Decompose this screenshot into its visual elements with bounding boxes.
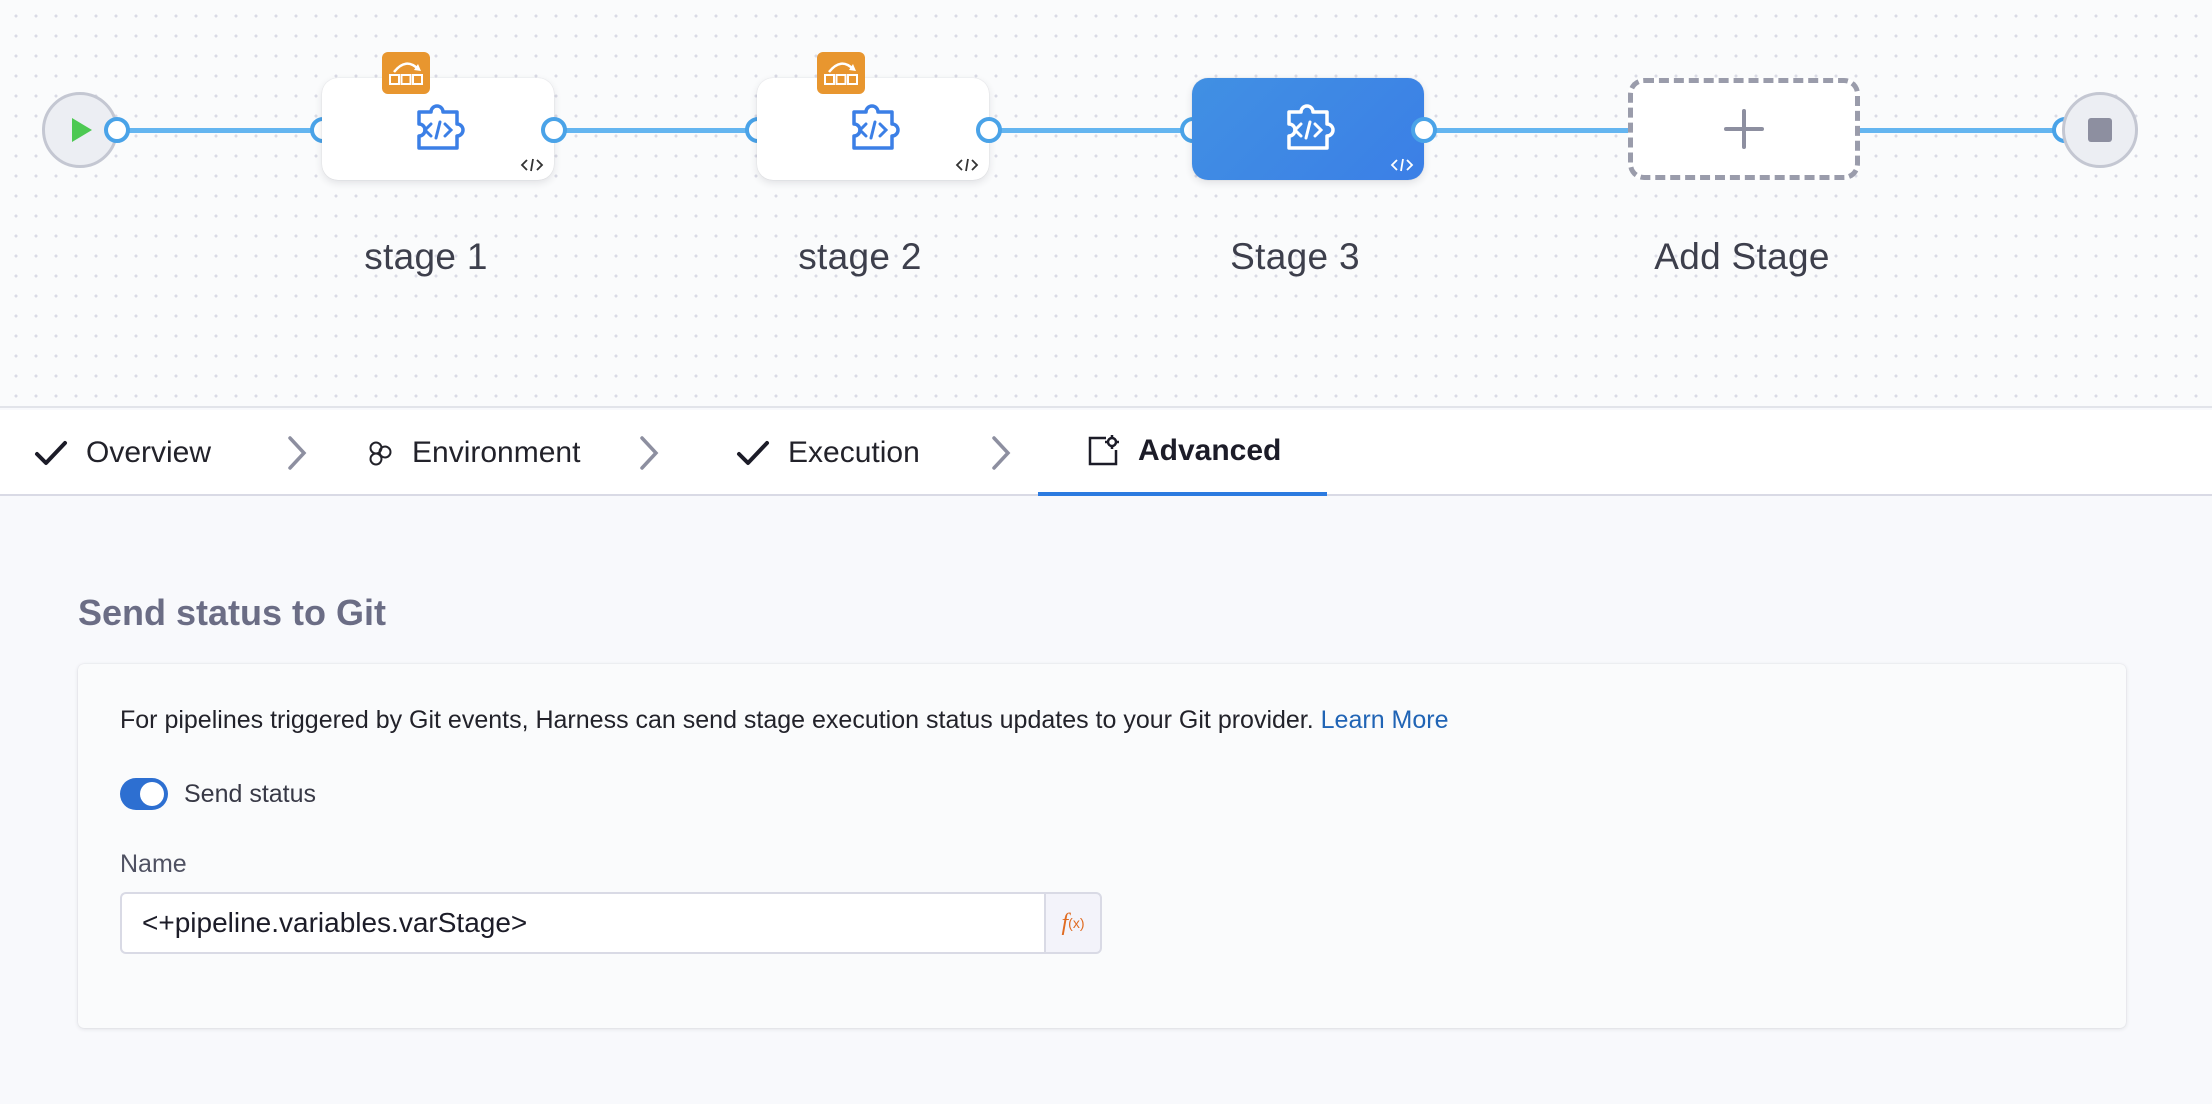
stop-icon [2088,118,2112,142]
add-stage-label: Add Stage [1654,236,1830,277]
stage-node-stage-1[interactable] [322,52,554,180]
tab-label: Overview [86,436,212,469]
tab-overview[interactable]: Overview [34,410,211,496]
tab-execution[interactable]: Execution [736,410,920,496]
tab-label: Environment [412,436,581,469]
play-icon [72,118,92,142]
add-stage-button[interactable] [1628,78,1860,180]
looping-strategy-icon [382,52,430,94]
tab-advanced[interactable]: Advanced [1038,410,1328,496]
name-input[interactable] [120,892,1046,954]
stage-label: stage 1 [364,236,488,277]
tab-label: Advanced [1138,434,1282,467]
tab-label: Execution [788,436,920,469]
stage-node-stage-2[interactable] [757,52,989,180]
fx-label: f [1061,909,1069,936]
stage-1-output-port[interactable] [541,117,567,143]
code-badge-icon [1390,158,1414,172]
chevron-right-icon [288,436,307,470]
custom-stage-icon [417,104,465,150]
tab-environment[interactable]: Environment [366,410,580,496]
environment-icon [369,441,392,466]
checkmark-icon [35,441,67,465]
code-badge-icon [520,158,544,172]
stage-label: stage 2 [798,236,922,277]
pipeline-canvas[interactable]: stage 1 stage 2 Stage 3 [0,0,2212,408]
looping-strategy-icon [817,52,865,94]
description-text: For pipelines triggered by Git events, H… [120,706,1314,734]
pipeline-end-node[interactable] [2062,92,2138,168]
code-badge-icon [955,158,979,172]
connector-line [1424,128,1630,133]
section-title: Send status to Git [78,592,387,633]
stage-2-output-port[interactable] [976,117,1002,143]
advanced-settings-icon [1088,435,1119,466]
chevron-right-icon [992,436,1011,470]
checkmark-icon [737,441,769,465]
chevron-right-icon [640,436,659,470]
expression-fx-button[interactable]: f(x) [1044,892,1102,954]
connector-line [990,128,1194,133]
toggle-knob [140,782,164,806]
name-field-label: Name [120,850,187,878]
learn-more-link[interactable]: Learn More [1320,706,1449,734]
stage-tabs: Overview Environment Execution Advanced [0,410,2212,496]
custom-stage-icon [1287,104,1335,150]
connector-line [116,128,322,133]
stage-3-output-port[interactable] [1411,117,1437,143]
connector-line [554,128,758,133]
send-status-description: For pipelines triggered by Git events, H… [120,706,1449,735]
send-status-label: Send status [184,780,317,808]
send-status-toggle[interactable] [120,778,168,810]
custom-stage-icon [852,104,900,150]
fx-sub-label: (x) [1068,915,1085,931]
stage-label: Stage 3 [1230,236,1360,277]
send-status-card: For pipelines triggered by Git events, H… [78,664,2126,1028]
stage-node-stage-3[interactable] [1192,78,1424,180]
start-output-port[interactable] [104,117,130,143]
connector-line [1856,128,2066,133]
plus-icon [1724,109,1764,149]
